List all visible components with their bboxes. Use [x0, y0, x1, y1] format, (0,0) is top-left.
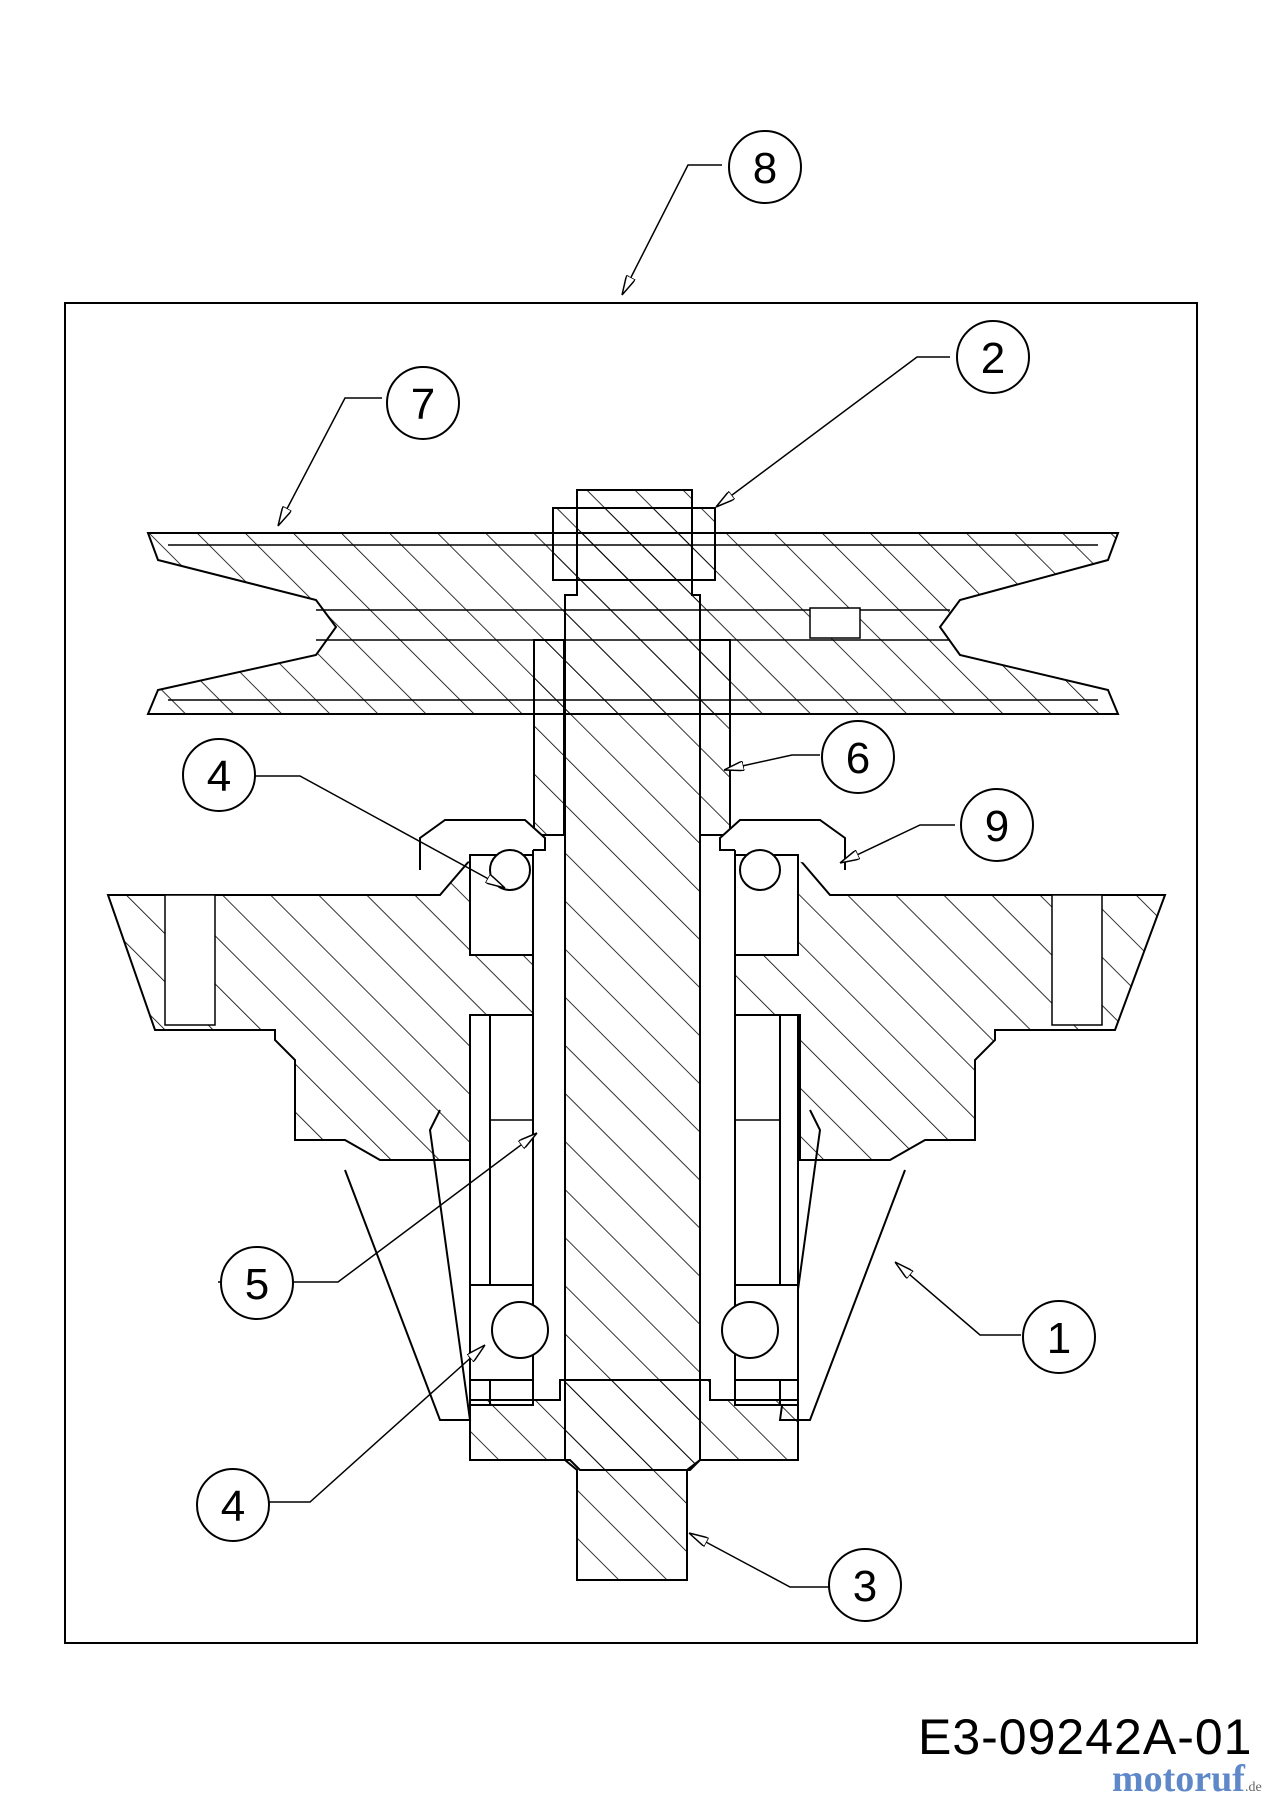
svg-text:9: 9: [985, 802, 1009, 851]
callout-9: 9: [960, 788, 1034, 862]
spacer: [533, 639, 731, 836]
callout-2: 2: [956, 320, 1030, 394]
spindle-housing: [106, 834, 1167, 1421]
callout-6: 6: [821, 720, 895, 794]
svg-text:2: 2: [981, 334, 1005, 383]
callout-4-lower: 4: [196, 1468, 270, 1542]
svg-text:5: 5: [245, 1260, 269, 1309]
callout-8: 8: [728, 130, 802, 204]
callout-4-upper: 4: [182, 738, 256, 812]
svg-text:3: 3: [853, 1562, 877, 1611]
bearings: [469, 849, 799, 1381]
callout-1: 1: [1022, 1300, 1096, 1374]
svg-text:4: 4: [221, 1482, 245, 1531]
svg-text:8: 8: [753, 144, 777, 193]
watermark-logo: motoruf.de: [1112, 1757, 1262, 1801]
bearing-cap: [419, 819, 846, 870]
svg-text:4: 4: [207, 752, 231, 801]
svg-text:7: 7: [411, 380, 435, 429]
spindle-shaft: [564, 489, 701, 1581]
svg-text:1: 1: [1047, 1314, 1071, 1363]
shaft-nut: [552, 507, 716, 581]
callout-7: 7: [386, 366, 460, 440]
diagram-frame: [64, 302, 1198, 1644]
watermark-brand: motoruf: [1112, 1758, 1245, 1800]
svg-text:6: 6: [846, 734, 870, 783]
callout-3: 3: [828, 1548, 902, 1622]
watermark-tld: .de: [1244, 1780, 1262, 1795]
drawing-code: E3-09242A-01: [918, 1709, 1253, 1765]
callout-5: 5: [220, 1246, 294, 1320]
